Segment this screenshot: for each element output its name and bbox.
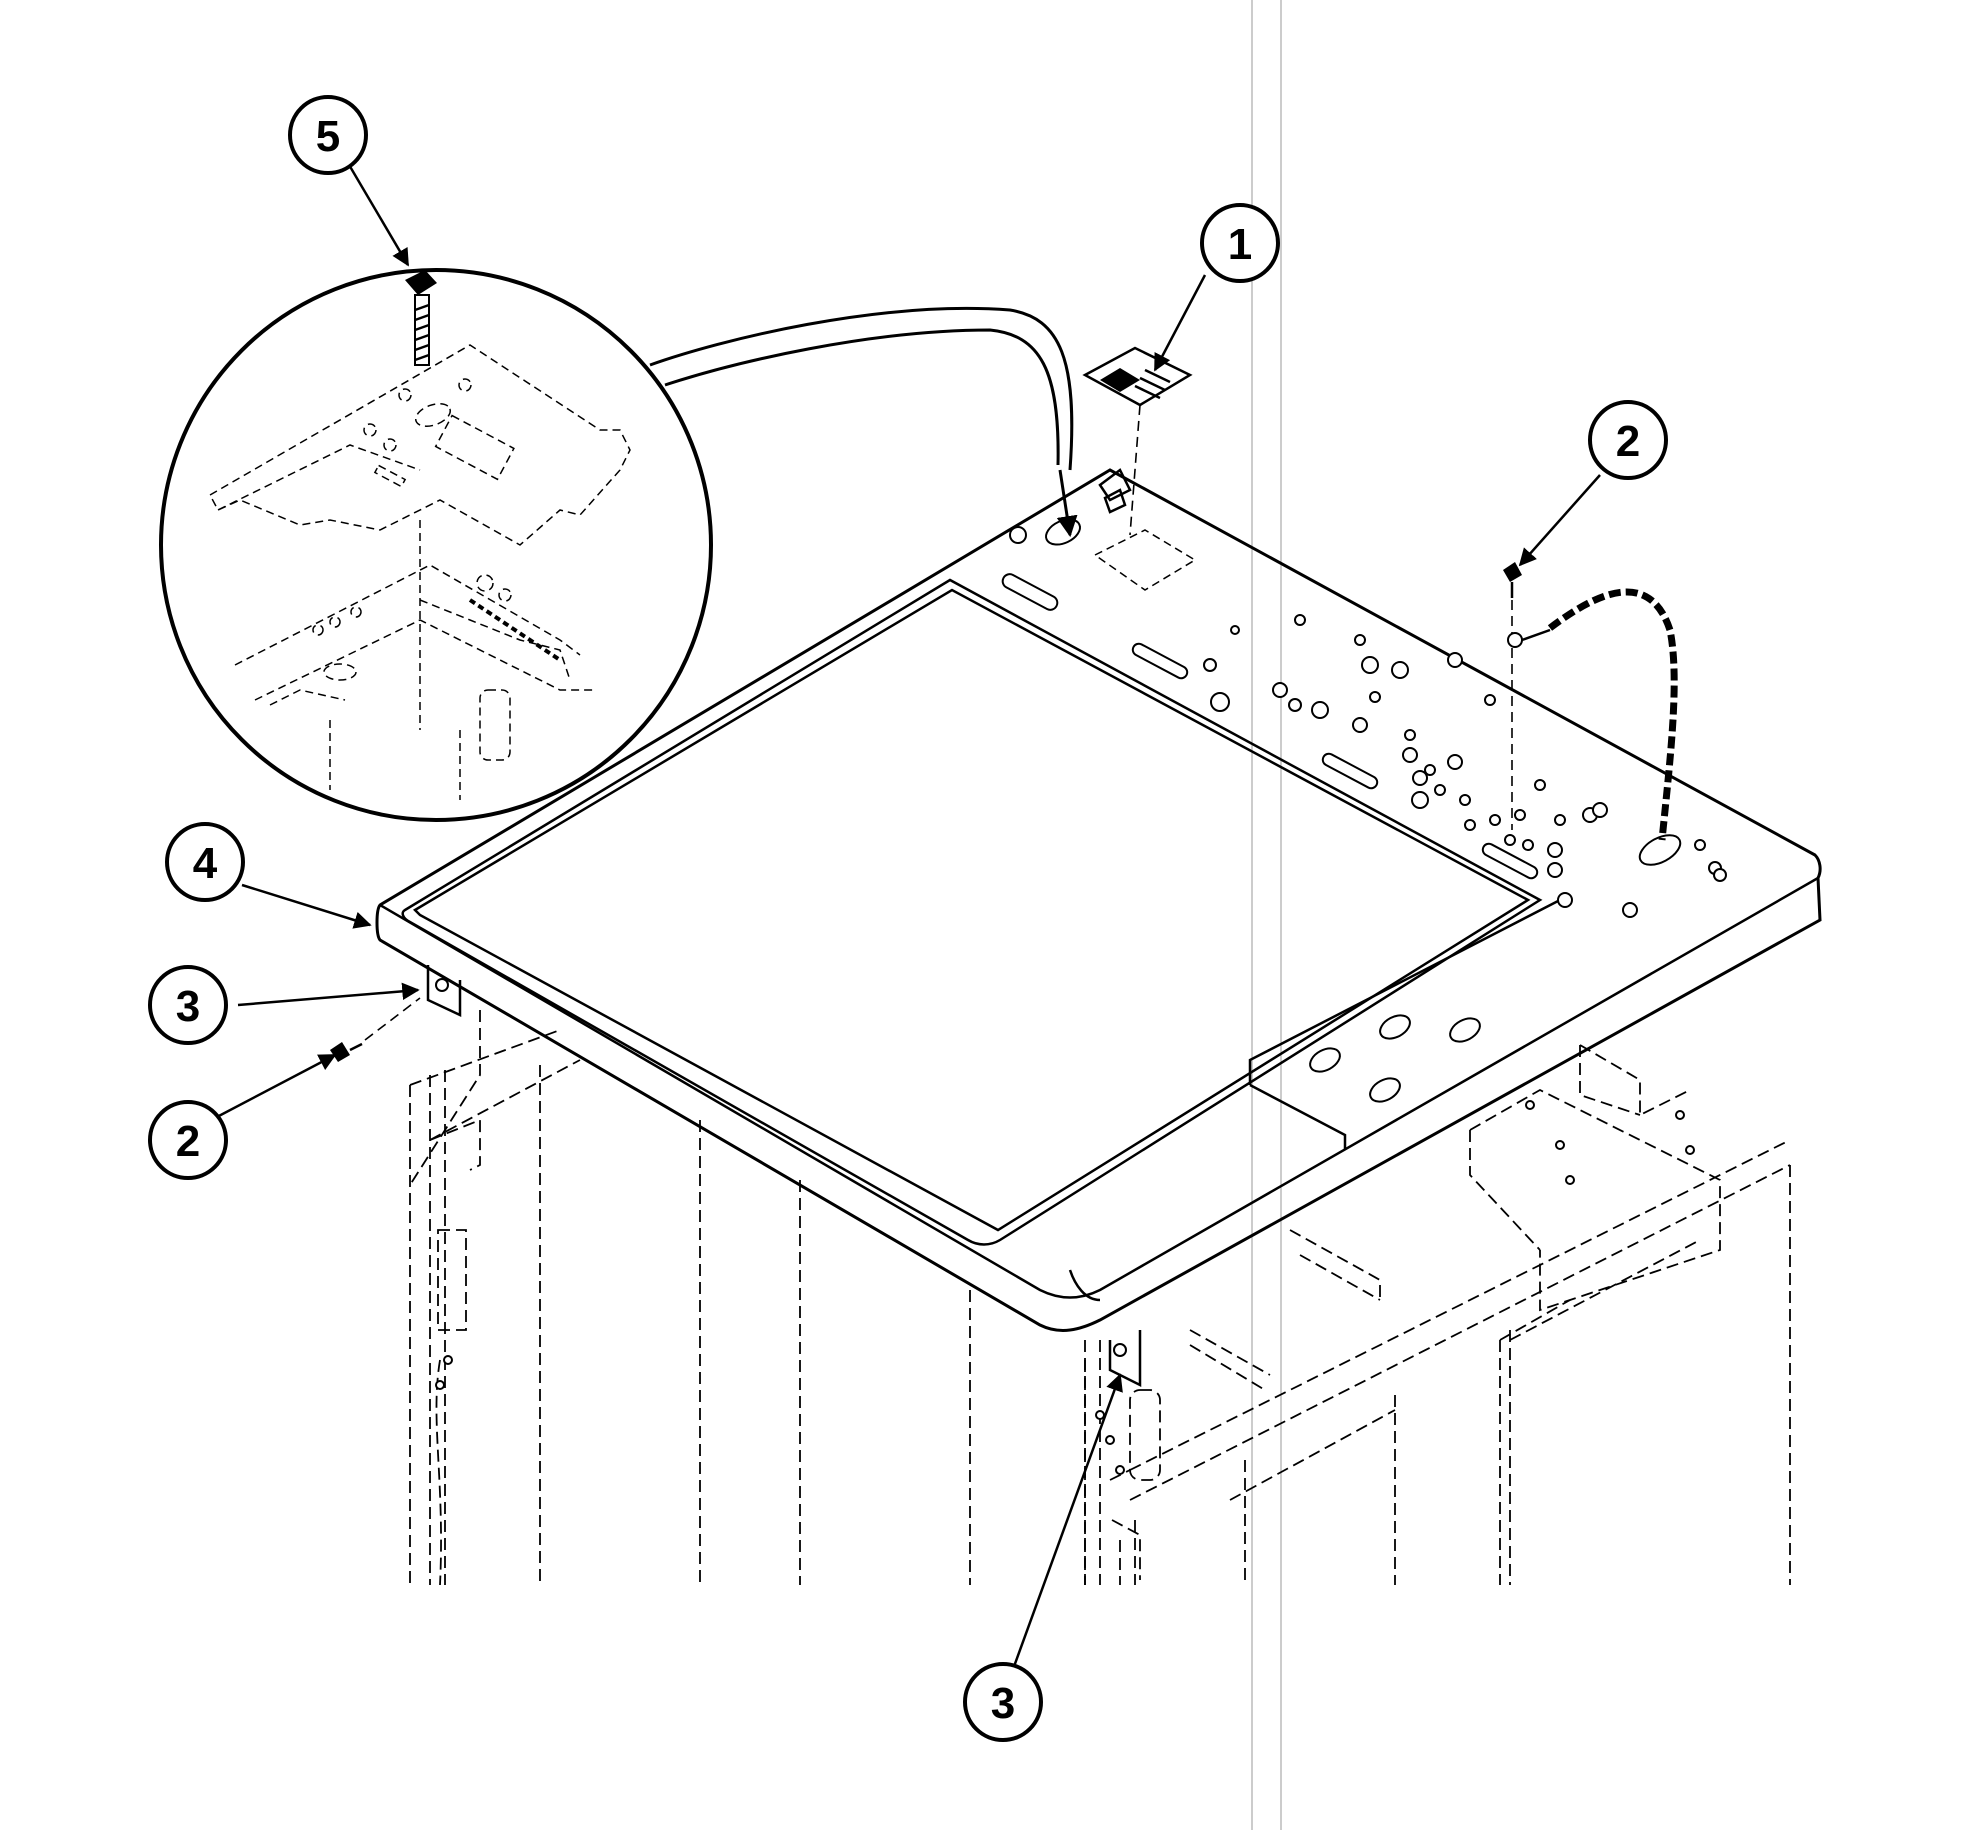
warning-decal [1082,346,1193,536]
callout-2-top-label: 2 [1616,417,1640,466]
screw-top-right [1503,562,1678,841]
top-panel [375,468,1822,1332]
cabinet-outline [409,1010,1791,1586]
callout-3-bottom: 3 [963,1662,1043,1742]
detail-magnifier [159,268,1078,822]
callout-3-bottom-label: 3 [991,1679,1015,1728]
screw-front-left [330,997,421,1062]
callout-1-label: 1 [1228,220,1252,269]
callout-5: 5 [288,95,368,175]
callout-1: 1 [1200,203,1280,283]
callout-2-top: 2 [1588,400,1668,480]
panel-slots [1001,518,1682,1103]
callout-2-left-label: 2 [176,1117,200,1166]
callout-2-left: 2 [148,1100,228,1180]
callout-4-label: 4 [193,839,218,888]
callout-5-label: 5 [316,112,340,161]
mounting-brackets [426,965,1142,1388]
callout-4: 4 [165,822,245,902]
panel-holes [1009,526,1727,918]
leader-lines [214,157,1601,1673]
scan-artifacts [1251,0,1282,1830]
callout-3-left-label: 3 [176,982,200,1031]
callout-3-left: 3 [148,965,228,1045]
